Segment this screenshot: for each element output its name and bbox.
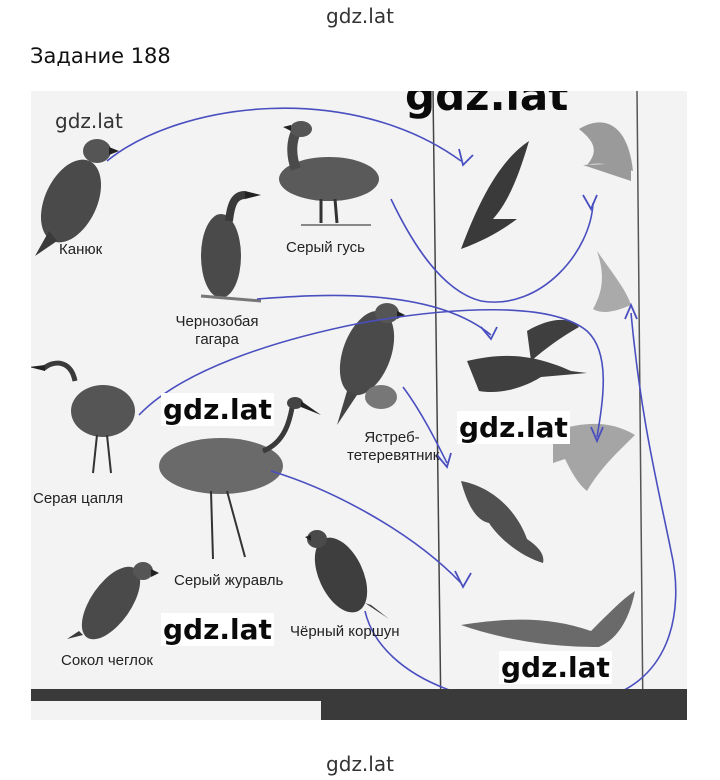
pen-arrowhead-4 xyxy=(590,426,604,444)
site-watermark-bottom: gdz.lat xyxy=(326,752,394,776)
pen-line-yastreb xyxy=(402,386,448,464)
label-yastreb-line-1: Ястреб- xyxy=(364,429,420,446)
pen-lines xyxy=(106,107,677,707)
pen-line-kanyuk xyxy=(106,107,462,162)
sokol-drawing xyxy=(67,562,159,640)
pen-arrowhead-2 xyxy=(582,194,598,212)
label-zhuravl: Серый журавль xyxy=(174,572,284,589)
label-gus: Серый гусь xyxy=(286,239,365,256)
pen-line-korshun xyxy=(364,312,677,707)
pen-line-gagara xyxy=(256,294,492,336)
zhuravl-drawing xyxy=(159,397,321,560)
task-title: Задание 188 xyxy=(30,44,171,68)
silhouette-1 xyxy=(461,141,529,249)
pen-arrowhead-6 xyxy=(454,570,472,589)
label-korshun: Чёрный коршун xyxy=(290,623,400,640)
label-kanyuk: Канюк xyxy=(59,241,103,258)
divider-line-right xyxy=(636,91,644,720)
pen-arrowhead-1 xyxy=(458,148,474,167)
tsaplya-drawing xyxy=(31,360,135,474)
watermark-big: gdz.lat xyxy=(405,91,569,120)
silhouette-7 xyxy=(461,591,635,647)
korshun-drawing xyxy=(305,530,389,619)
label-tsaplya: Серая цапля xyxy=(33,490,124,507)
label-yastreb-line-2: тетеревятник xyxy=(347,447,440,464)
silhouette-5 xyxy=(553,423,635,491)
scan-edge-light xyxy=(31,701,321,720)
pen-line-gus xyxy=(390,198,594,303)
watermark-mid-2: gdz.lat xyxy=(457,411,570,444)
watermark-mid-1: gdz.lat xyxy=(161,393,274,426)
label-gagara-line-1: Чернозобая xyxy=(175,313,259,330)
pen-arrowheads xyxy=(436,148,638,589)
kanyuk-drawing xyxy=(35,139,119,256)
pen-line-tsaplya xyxy=(138,308,605,438)
textbook-illustration xyxy=(31,91,677,720)
silhouette-3 xyxy=(593,251,631,312)
gagara-drawing xyxy=(200,191,262,303)
watermark-panel-top-left: gdz.lat xyxy=(55,109,123,133)
silhouette-6 xyxy=(461,481,544,563)
pen-arrowhead-3 xyxy=(480,326,498,341)
pen-arrowhead-7 xyxy=(624,302,638,320)
yastreb-drawing xyxy=(337,303,405,425)
label-yastreb: Ястреб- тетеревятник xyxy=(347,429,440,465)
pen-arrowhead-5 xyxy=(436,452,452,469)
label-gagara: Чернозобая гагара xyxy=(157,313,277,349)
gus-drawing xyxy=(279,121,379,226)
site-watermark-top: gdz.lat xyxy=(326,4,394,28)
divider-line-left xyxy=(432,91,442,720)
label-sokol: Сокол чеглок xyxy=(61,652,153,669)
watermark-mid-3: gdz.lat xyxy=(161,613,274,646)
pen-line-zhuravl xyxy=(270,470,462,584)
silhouette-4 xyxy=(467,319,587,393)
textbook-image: Канюк Серый гусь Чернозобая гагара Серая… xyxy=(31,91,687,720)
silhouette-2 xyxy=(579,122,633,181)
watermark-mid-4: gdz.lat xyxy=(499,651,612,684)
label-gagara-line-2: гагара xyxy=(195,331,239,348)
